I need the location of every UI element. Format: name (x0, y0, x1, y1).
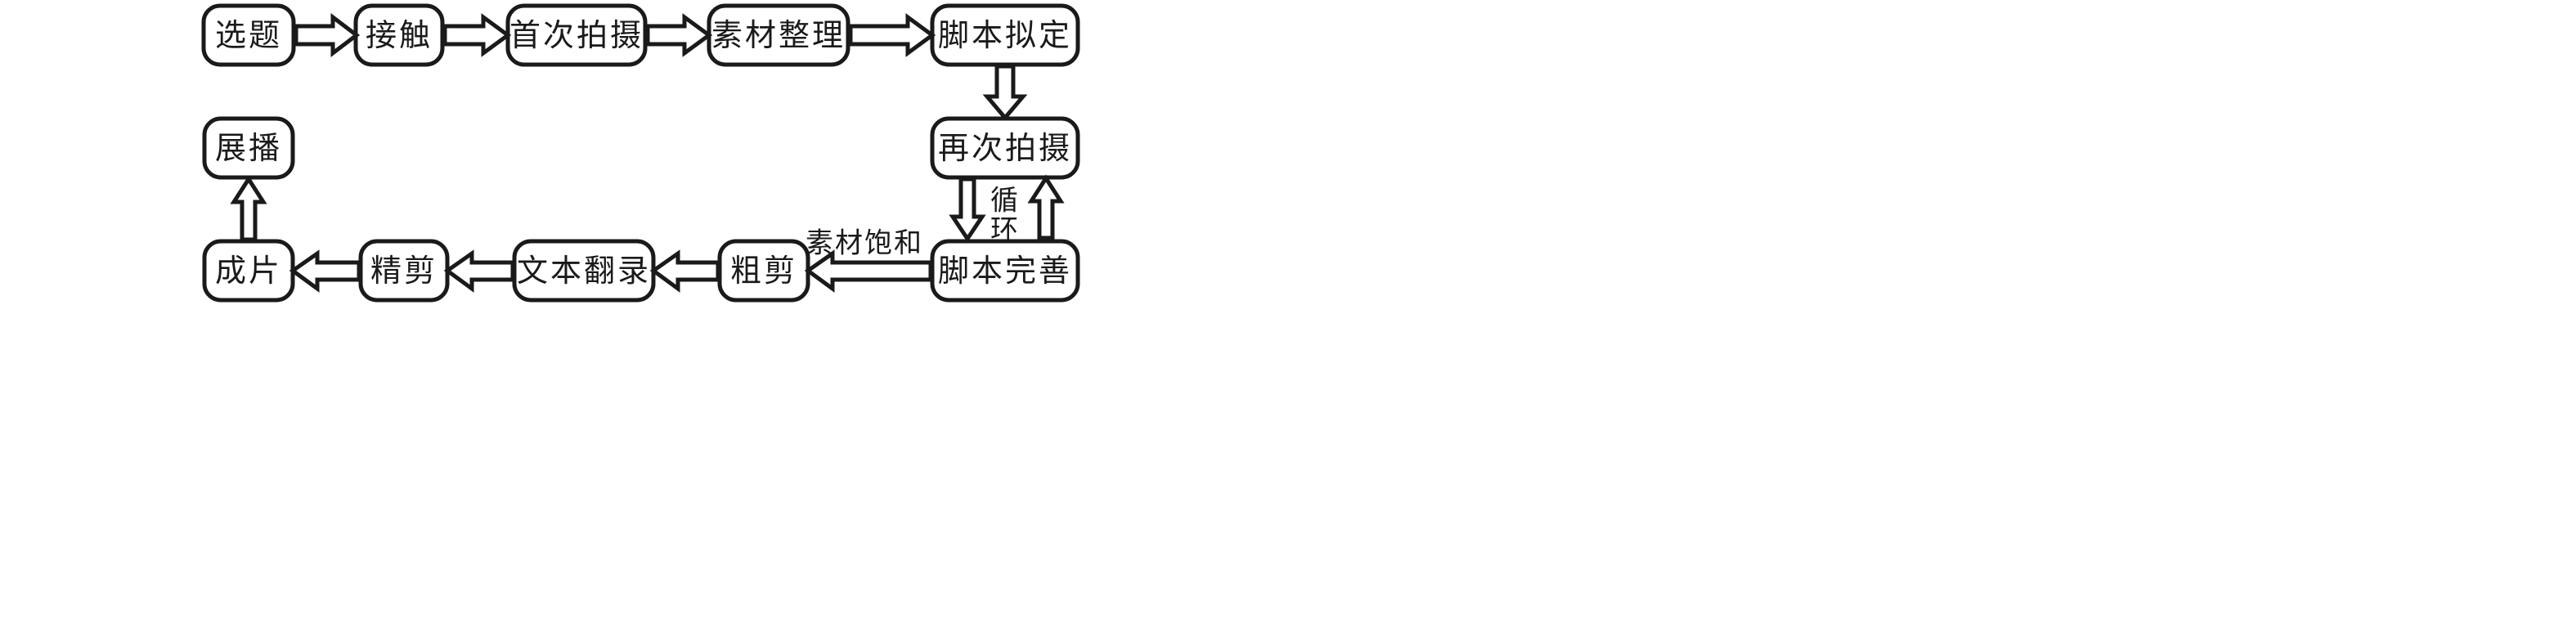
arrow-fine-cut-to-final-film (289, 249, 361, 293)
arrow-script-refine-to-rough-cut (804, 249, 933, 293)
arrow-script-refine-to-reshoot (1027, 174, 1065, 240)
node-contact[interactable]: 接触 (353, 3, 445, 67)
node-topic-selection[interactable]: 选题 (201, 3, 296, 67)
node-label-transcription: 文本翻录 (517, 254, 651, 289)
node-script-refine[interactable]: 脚本完善 (930, 239, 1080, 303)
node-box-broadcast[interactable] (202, 116, 295, 180)
arrow-topic-to-contact (294, 12, 361, 58)
node-transcription[interactable]: 文本翻录 (512, 239, 656, 303)
node-final-film[interactable]: 成片 (202, 239, 295, 303)
node-label-script-draft: 脚本拟定 (938, 19, 1072, 53)
arrow-final-film-to-broadcast (230, 175, 267, 242)
node-box-reshoot[interactable] (930, 116, 1080, 180)
node-label-broadcast: 展播 (215, 132, 282, 166)
arrow-contact-to-first-shoot (442, 13, 512, 57)
node-label-reshoot: 再次拍摄 (938, 132, 1072, 166)
edge-label-loop: 循 环 (990, 186, 1018, 246)
node-rough-cut[interactable]: 粗剪 (717, 239, 810, 303)
arrow-first-shoot-to-material-sorting (645, 13, 713, 57)
node-label-rough-cut: 粗剪 (730, 254, 797, 289)
node-label-material-sorting: 素材整理 (711, 19, 846, 53)
edge-label-material-saturation: 素材饱和 (806, 228, 923, 259)
node-label-first-shoot: 首次拍摄 (509, 19, 644, 53)
node-label-final-film: 成片 (215, 254, 282, 289)
node-label-topic-selection: 选题 (215, 19, 282, 53)
node-label-script-refine: 脚本完善 (938, 254, 1072, 289)
arrow-reshoot-to-script-refine (949, 177, 986, 243)
node-box-topic-selection[interactable] (201, 3, 296, 67)
node-broadcast[interactable]: 展播 (202, 116, 295, 180)
node-label-contact: 接触 (366, 19, 433, 53)
arrow-rough-cut-to-transcription (649, 249, 720, 293)
node-reshoot[interactable]: 再次拍摄 (930, 116, 1080, 180)
node-material-sorting[interactable]: 素材整理 (707, 3, 850, 67)
node-label-fine-cut: 精剪 (370, 254, 438, 289)
edge-label-loop-char1: 循 (990, 186, 1018, 217)
arrow-material-sorting-to-script-draft (848, 13, 936, 57)
arrow-script-draft-to-reshoot (982, 64, 1028, 121)
node-fine-cut[interactable]: 精剪 (358, 239, 450, 303)
node-script-draft[interactable]: 脚本拟定 (930, 3, 1080, 67)
node-first-shoot[interactable]: 首次拍摄 (505, 3, 648, 67)
arrow-transcription-to-fine-cut (443, 249, 515, 293)
